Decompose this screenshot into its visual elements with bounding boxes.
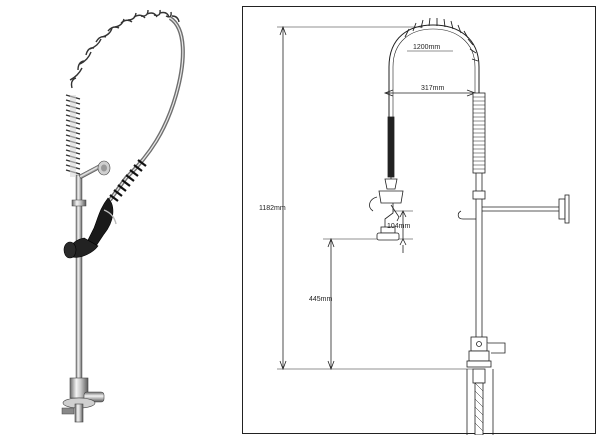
photo-hose-grip-spring (109, 159, 147, 202)
label-total-height: 1182mm (259, 205, 286, 212)
dim-line-spray-head-height (393, 210, 413, 253)
drawing-wall-bracket (482, 194, 570, 224)
drawing-spring-coil-vertical (472, 92, 486, 174)
product-photo (0, 0, 236, 439)
label-reach: 317mm (421, 85, 445, 92)
photo-riser-pipe (75, 174, 83, 391)
photo-wall-bracket (78, 160, 111, 180)
dim-line-total-height (277, 25, 473, 371)
label-hose-length: 1200mm (413, 44, 440, 51)
technical-drawing: 1200mm 317mm 1182mm 104mm 445mm (259, 17, 570, 435)
label-spray-head-height: 104mm (387, 223, 411, 230)
drawing-spring-coil-arc (388, 17, 480, 117)
photo-spring-coil-arc (69, 9, 180, 89)
drawing-counter (466, 368, 494, 435)
label-spray-clearance: 445mm (309, 296, 333, 303)
drawing-hose (387, 116, 395, 179)
photo-spray-head (63, 197, 117, 259)
product-photo-illustration (61, 9, 185, 423)
drawing-spray-valve (369, 178, 404, 241)
dimension-drawing-panel: 1200mm 317mm 1182mm 104mm 445mm (242, 6, 596, 435)
drawing-riser (472, 173, 486, 337)
dim-line-spray-clearance (323, 237, 413, 371)
photo-base-valve (61, 377, 105, 423)
drawing-base-valve (466, 336, 506, 368)
drawing-spray-hook (457, 210, 476, 220)
